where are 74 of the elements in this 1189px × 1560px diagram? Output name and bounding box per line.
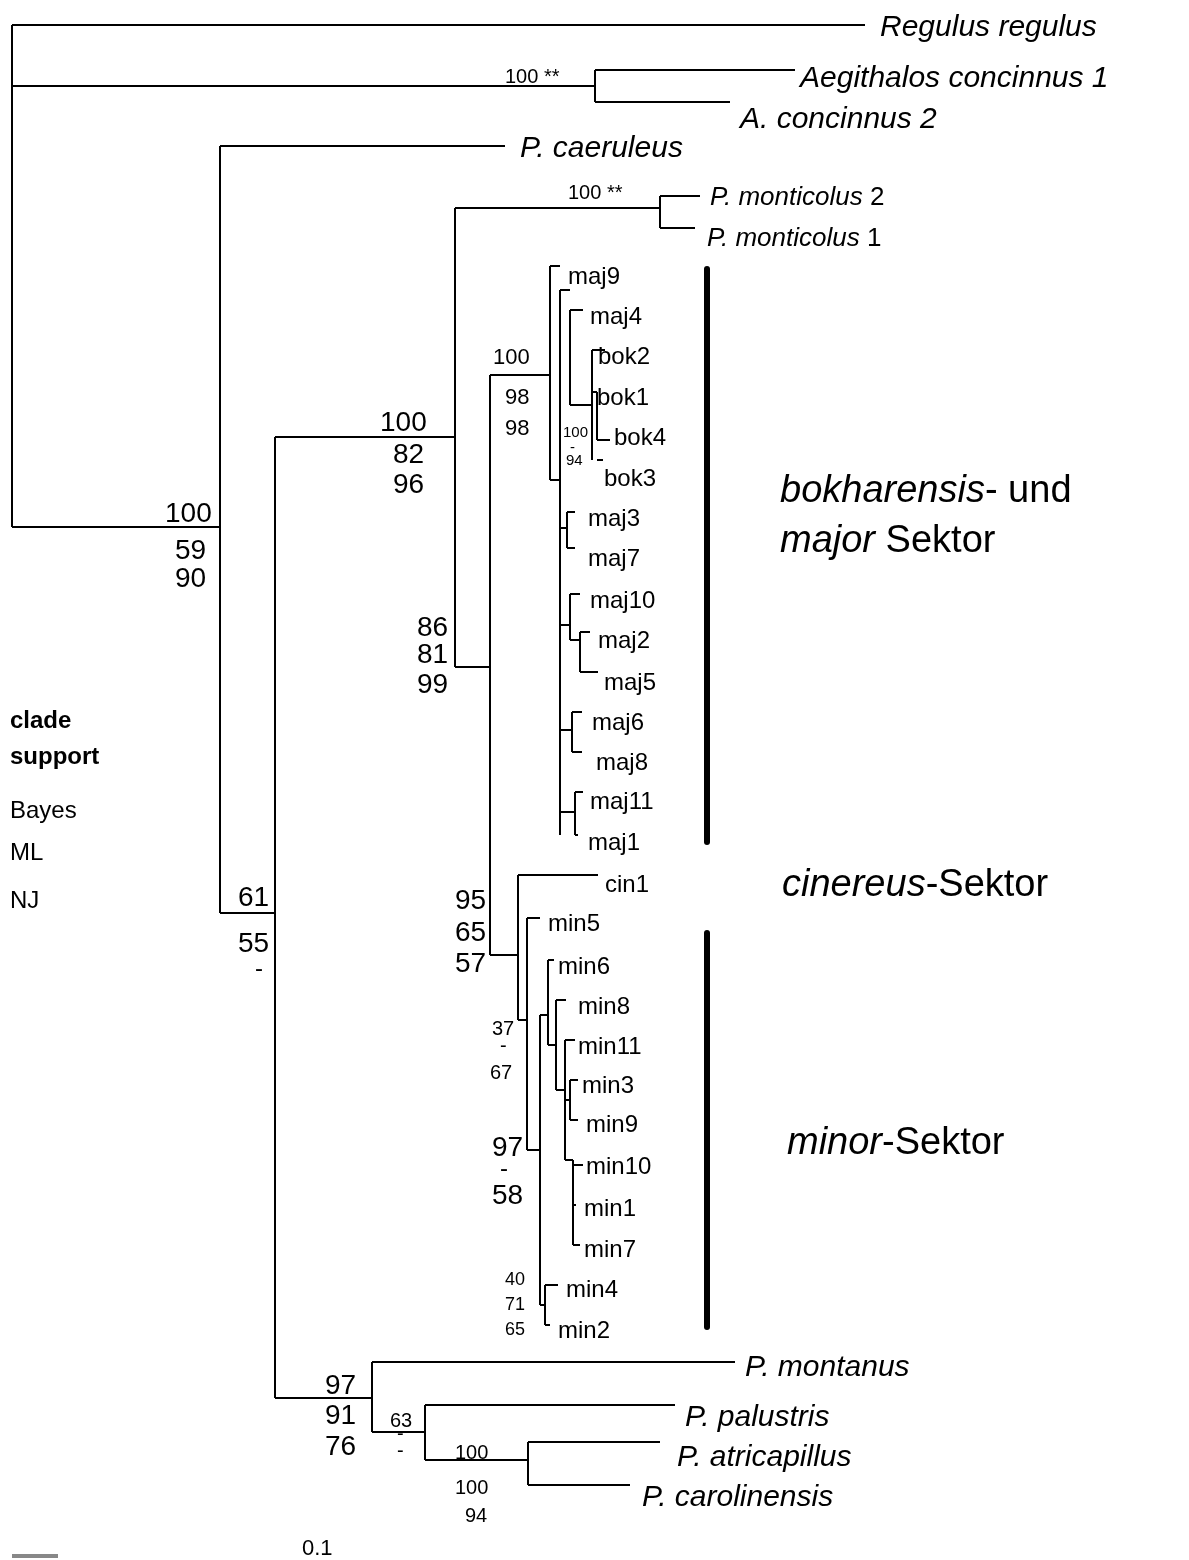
annotation-text: 94 [465, 1504, 488, 1526]
taxon-label: bok1 [597, 383, 650, 411]
annotation-text: 82 [393, 438, 425, 470]
annotation-text: 100 [380, 406, 427, 438]
taxon-label: maj8 [596, 748, 649, 776]
taxon-label: P. atricapillus [677, 1438, 852, 1472]
taxon-label: maj10 [590, 586, 656, 614]
taxon-label: maj7 [588, 544, 641, 572]
taxon-label: min9 [586, 1110, 639, 1138]
taxon-label: min6 [558, 952, 611, 980]
annotation-text: 98 [505, 384, 530, 410]
taxon-label: P. palustris [685, 1398, 830, 1432]
taxon-label: P. monticolus 2 [710, 181, 885, 211]
taxon-label: Regulus regulus [880, 8, 1097, 42]
annotation-text: 67 [490, 1061, 513, 1083]
taxon-label: maj6 [592, 708, 645, 736]
taxon-label: min3 [582, 1071, 635, 1099]
taxon-label: P. caeruleus [520, 129, 683, 163]
annotation-text: 95 [455, 884, 487, 916]
annotation-text: 0.1 [302, 1535, 333, 1560]
taxon-label: maj2 [598, 626, 651, 654]
taxon-label: cin1 [605, 870, 650, 898]
taxon-label: P. carolinensis [642, 1478, 834, 1512]
sector-label: minor-Sektor [787, 1121, 1005, 1163]
taxon-label: min11 [578, 1032, 642, 1060]
taxon-label: min2 [558, 1316, 611, 1344]
taxon-label: min5 [548, 909, 601, 937]
taxon-label: maj3 [588, 504, 641, 532]
taxon-label: Aegithalos concinnus 1 [800, 59, 1109, 93]
taxon-label: bok3 [604, 464, 657, 492]
annotation-text: 71 [505, 1295, 526, 1315]
annotation-text: 100 [455, 1476, 489, 1498]
sector-label: bokharensis- und [780, 469, 1072, 511]
annotation-text: Bayes [10, 796, 77, 824]
annotation-text: 57 [455, 947, 487, 979]
annotation-text: 40 [505, 1270, 526, 1290]
annotation-text: 61 [238, 881, 270, 913]
annotation-text: ML [10, 838, 44, 866]
annotation-text: 100 ** [568, 181, 623, 203]
taxon-label: bok4 [614, 423, 667, 451]
taxon-label: maj9 [568, 262, 621, 290]
annotation-text: 65 [505, 1320, 526, 1340]
annotation-text: 97 [492, 1131, 524, 1163]
annotation-text: 58 [492, 1179, 524, 1211]
taxon-label: P. monticolus 1 [707, 222, 882, 252]
taxon-label: maj11 [590, 787, 654, 815]
annotation-text: 76 [325, 1430, 357, 1462]
taxon-label: maj1 [588, 828, 641, 856]
sector-label: cinereus-Sektor [782, 863, 1049, 905]
annotation-text: 100 [493, 344, 530, 370]
annotation-text: 91 [325, 1399, 357, 1431]
taxon-label: min1 [584, 1194, 637, 1222]
annotation-text: 100 [563, 423, 589, 441]
taxon-label: min8 [578, 992, 631, 1020]
sector-label: major Sektor [780, 519, 996, 561]
annotation-text: 96 [393, 468, 425, 500]
taxon-label: A. concinnus 2 [740, 100, 937, 134]
taxon-label: min10 [586, 1152, 652, 1180]
annotation-text: 65 [455, 916, 487, 948]
taxon-label: bok2 [598, 342, 651, 370]
taxon-label: maj5 [604, 668, 657, 696]
annotation-text: 100 [455, 1441, 489, 1463]
taxon-label: min4 [566, 1275, 619, 1303]
annotation-text: - [397, 1439, 404, 1461]
annotation-text: clade support [10, 705, 101, 771]
annotation-text: 97 [325, 1369, 357, 1401]
taxon-label: maj4 [590, 302, 643, 330]
annotation-text: 100 [165, 497, 212, 529]
annotation-text: 100 ** [505, 65, 560, 87]
annotation-text: 98 [505, 415, 530, 441]
annotation-text: 99 [417, 668, 449, 700]
annotation-text: NJ [10, 886, 40, 914]
taxon-label: min7 [584, 1235, 637, 1263]
taxon-label: P. montanus [745, 1348, 910, 1382]
